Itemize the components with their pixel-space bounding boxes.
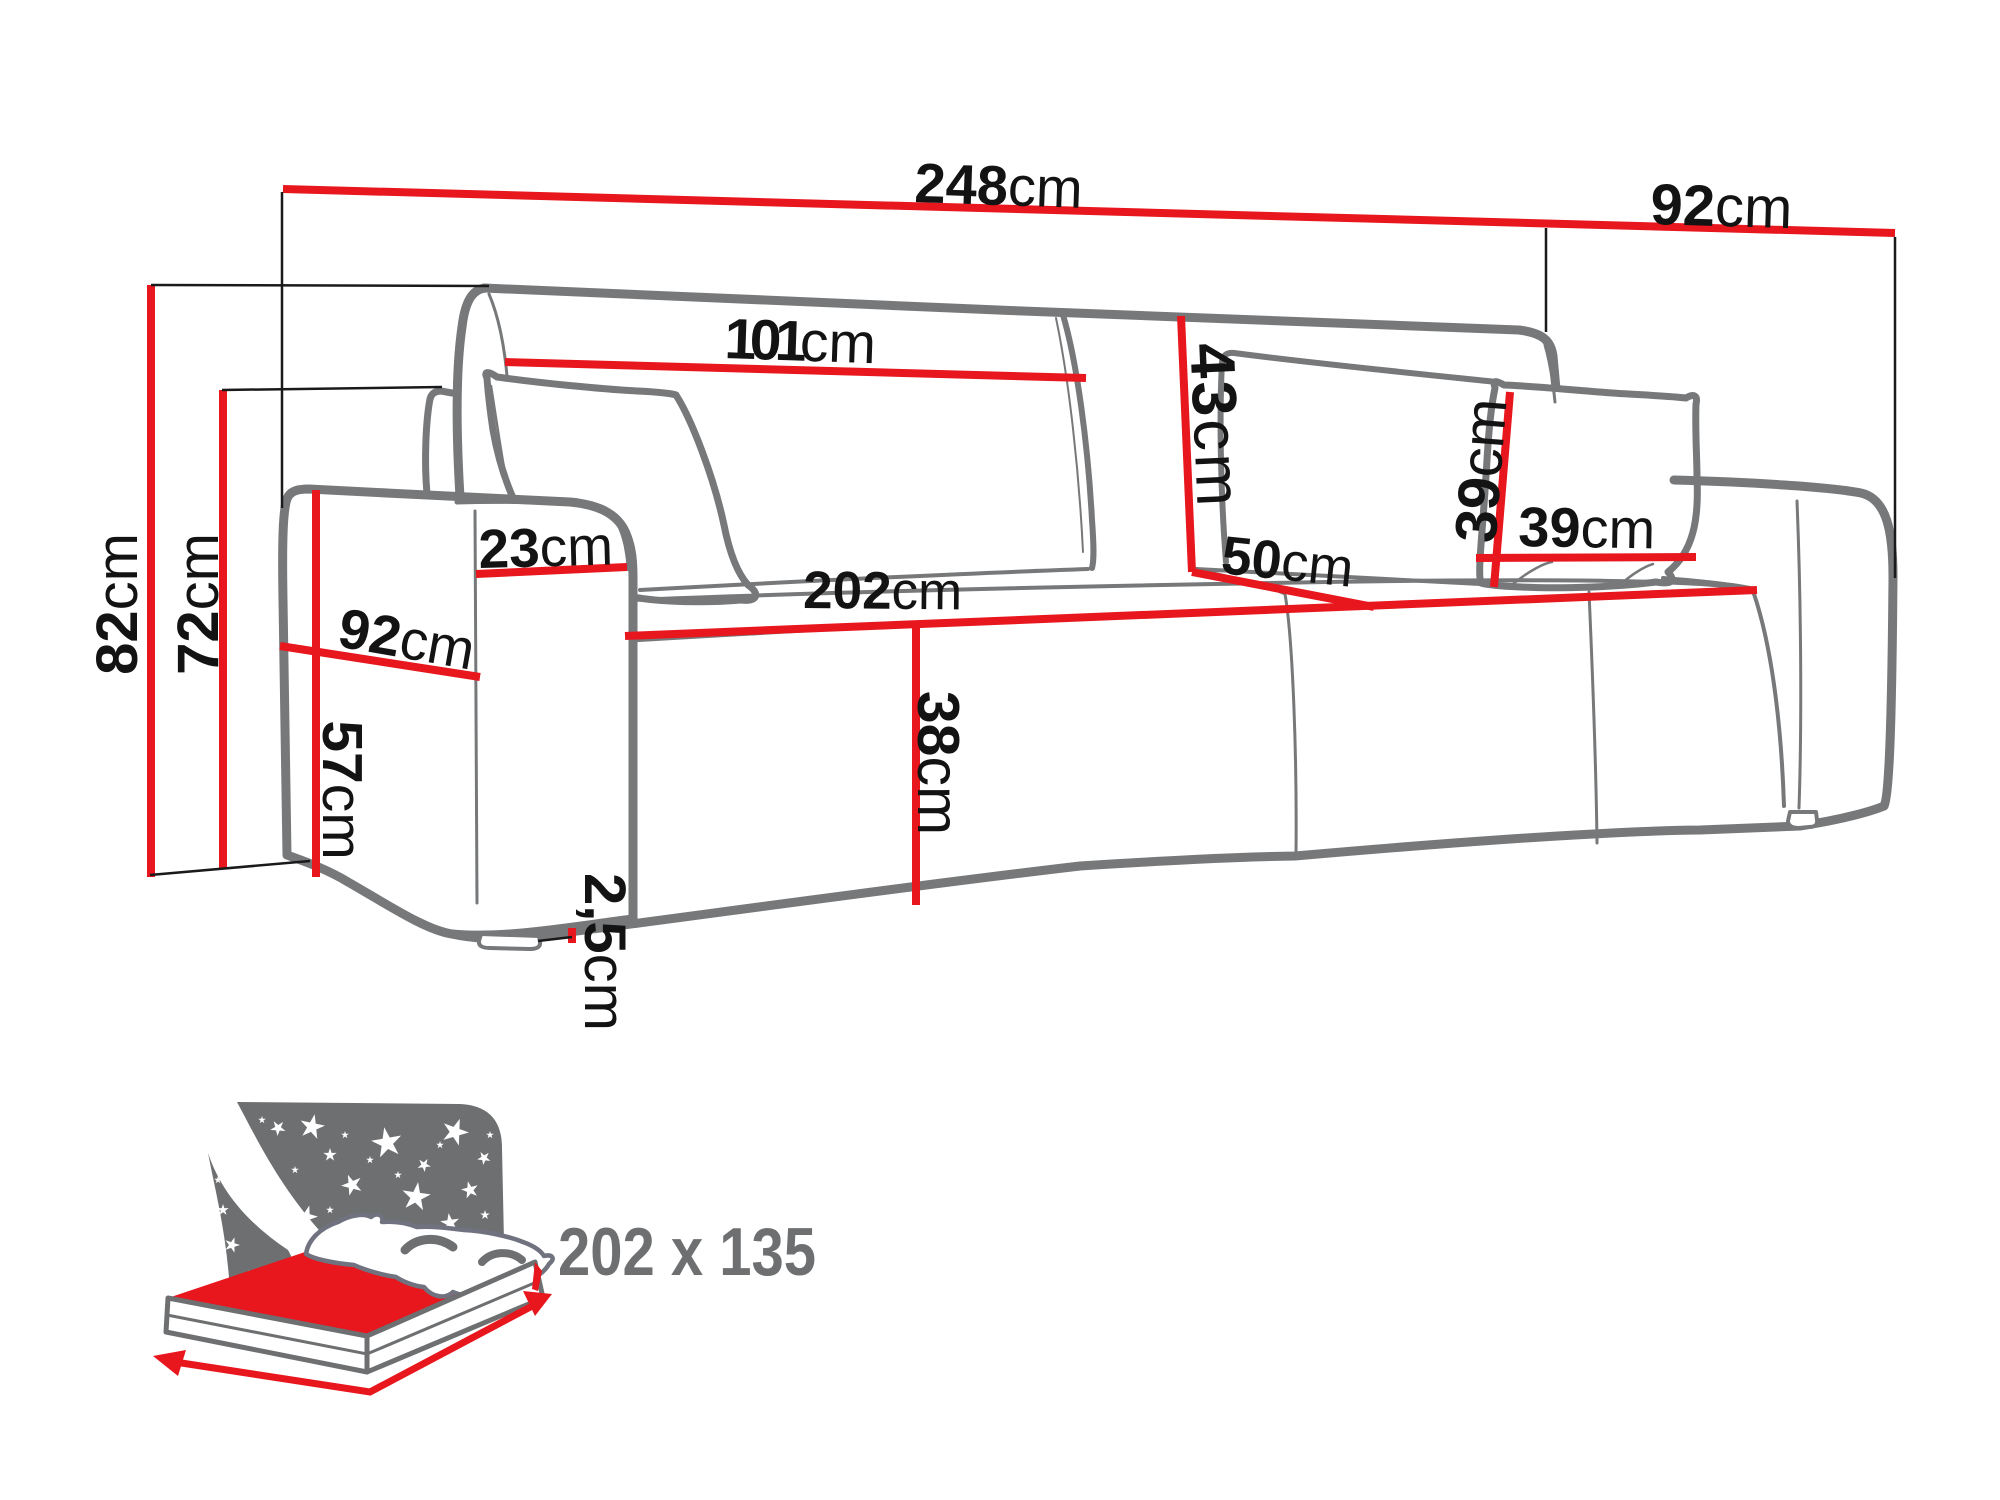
svg-text:39cm: 39cm	[1518, 495, 1656, 560]
svg-text:202 x 135: 202 x 135	[558, 1214, 816, 1290]
svg-text:39cm: 39cm	[1443, 396, 1520, 545]
svg-text:50cm: 50cm	[1219, 525, 1357, 598]
svg-text:23cm: 23cm	[478, 514, 614, 580]
svg-text:202cm: 202cm	[803, 561, 963, 621]
svg-text:92cm: 92cm	[1650, 172, 1794, 241]
svg-text:57cm: 57cm	[310, 720, 374, 859]
svg-text:101cm: 101cm	[724, 307, 878, 376]
svg-text:248cm: 248cm	[914, 151, 1084, 220]
svg-text:43cm: 43cm	[1176, 342, 1253, 511]
svg-text:38cm: 38cm	[905, 691, 971, 835]
svg-text:92cm: 92cm	[334, 596, 480, 682]
svg-text:72cm: 72cm	[166, 533, 231, 675]
svg-text:82cm: 82cm	[85, 533, 150, 675]
svg-text:2,5cm: 2,5cm	[572, 873, 637, 1031]
